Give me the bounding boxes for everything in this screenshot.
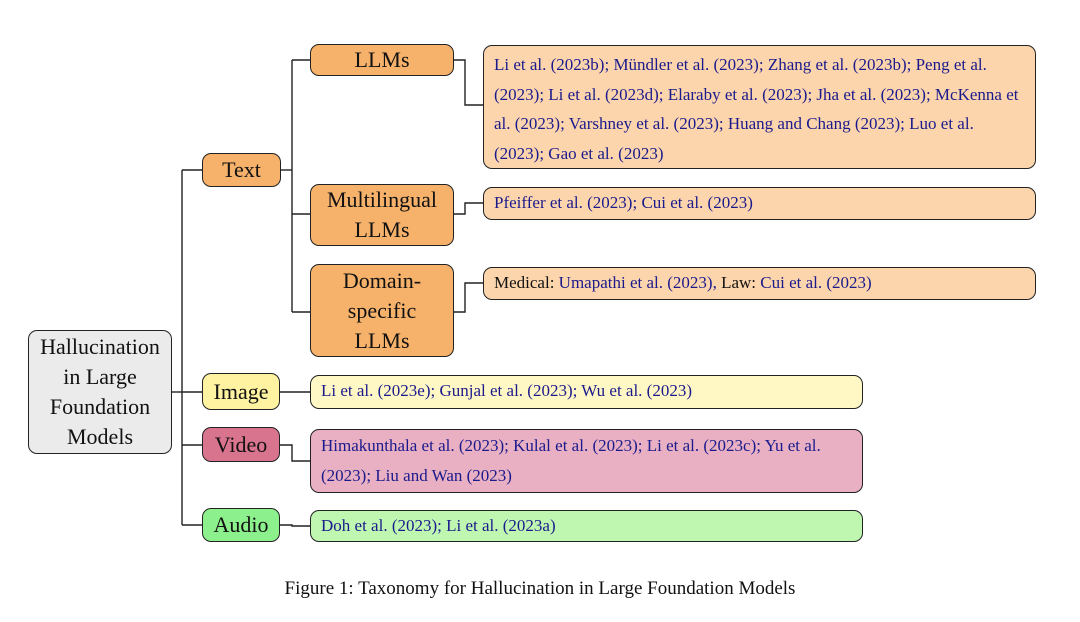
domain-specific-node: Domain-specific LLMs <box>310 264 454 357</box>
llms-refs: Li et al. (2023b); Mündler et al. (2023)… <box>494 55 1019 163</box>
image-category-node: Image <box>202 373 280 410</box>
law-label: Law: <box>721 273 757 292</box>
medical-label: Medical: <box>494 273 555 292</box>
root-node: Hallucination in Large Foundation Models <box>28 330 172 454</box>
text-category-node: Text <box>202 153 281 187</box>
medical-refs: Umapathi et al. (2023), <box>558 273 717 292</box>
audio-category-label: Audio <box>213 512 269 537</box>
image-refs: Li et al. (2023e); Gunjal et al. (2023);… <box>321 381 693 400</box>
video-category-label: Video <box>214 431 268 457</box>
llms-label: LLMs <box>354 47 410 72</box>
root-label: Hallucination in Large Foundation Models <box>40 334 160 449</box>
law-refs: Cui et al. (2023) <box>760 273 872 292</box>
video-refs-box: Himakunthala et al. (2023); Kulal et al.… <box>310 429 863 493</box>
image-refs-box: Li et al. (2023e); Gunjal et al. (2023);… <box>310 375 863 409</box>
domain-specific-label: Domain-specific LLMs <box>342 267 422 353</box>
multilingual-refs-box: Pfeiffer et al. (2023); Cui et al. (2023… <box>483 187 1036 220</box>
multilingual-refs: Pfeiffer et al. (2023); Cui et al. (2023… <box>494 193 753 212</box>
domain-refs-box: Medical: Umapathi et al. (2023), Law: Cu… <box>483 267 1036 300</box>
llms-refs-box: Li et al. (2023b); Mündler et al. (2023)… <box>483 45 1036 169</box>
audio-refs: Doh et al. (2023); Li et al. (2023a) <box>321 516 556 535</box>
text-category-label: Text <box>222 157 261 182</box>
audio-refs-box: Doh et al. (2023); Li et al. (2023a) <box>310 510 863 542</box>
llms-node: LLMs <box>310 44 454 76</box>
multilingual-label: Multilingual LLMs <box>327 187 437 242</box>
image-category-label: Image <box>213 378 269 404</box>
figure-caption: Figure 1: Taxonomy for Hallucination in … <box>284 578 796 599</box>
audio-category-node: Audio <box>202 508 280 542</box>
multilingual-node: Multilingual LLMs <box>310 184 454 246</box>
video-category-node: Video <box>202 427 280 462</box>
video-refs: Himakunthala et al. (2023); Kulal et al.… <box>321 436 821 485</box>
